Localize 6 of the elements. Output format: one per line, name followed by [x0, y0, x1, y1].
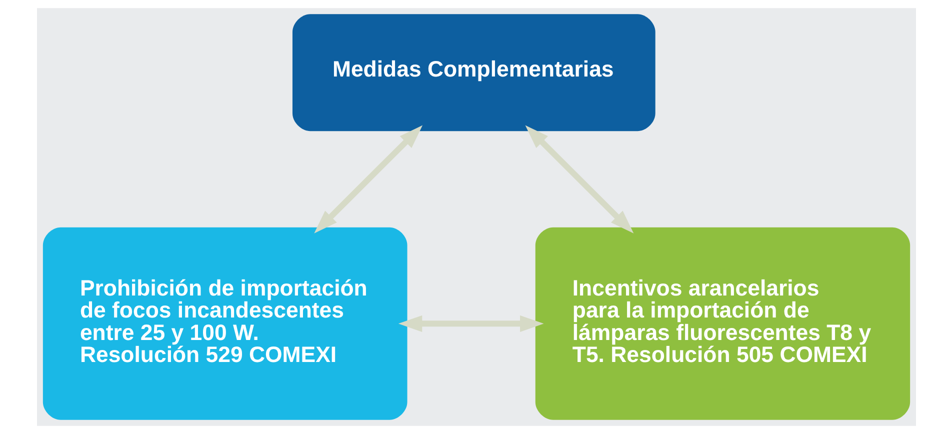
- arrow: [314, 125, 422, 234]
- node-box: Medidas Complementarias: [292, 14, 655, 132]
- node-box: Incentivos arancelarios para la importación de lámparas fluorescentes T8 y T5. Resolución 505 COMEXI: [534, 227, 910, 420]
- node-box: Prohibición de importación de focos incandescentes entre 25 y 100 W. Resolución 529 COMEXI: [42, 227, 407, 420]
- arrow: [398, 315, 544, 332]
- arrow: [524, 125, 634, 234]
